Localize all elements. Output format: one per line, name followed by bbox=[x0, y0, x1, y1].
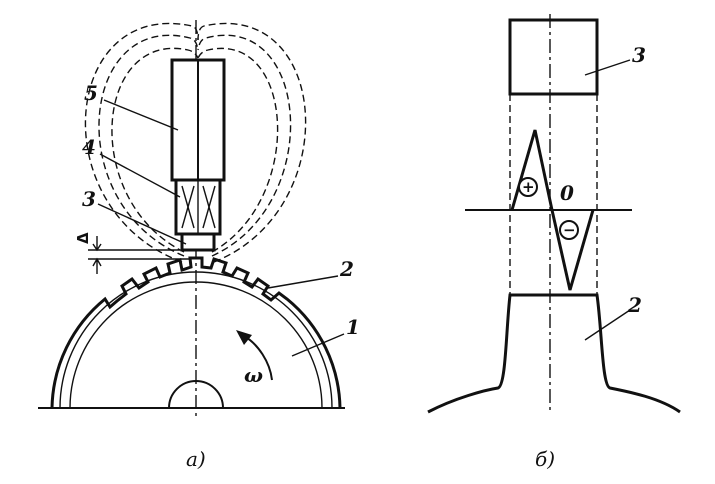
label-4: 4 bbox=[82, 135, 96, 159]
rotation-arrow-head bbox=[236, 330, 252, 345]
gap-delta-label: Δ bbox=[74, 232, 92, 244]
emf-waveform bbox=[510, 129, 595, 291]
label-2: 2 bbox=[339, 257, 354, 281]
coil-winding bbox=[181, 180, 216, 234]
shaft-hub bbox=[168, 380, 224, 409]
pole-piece-3 bbox=[180, 232, 216, 252]
label-b-3: 3 bbox=[632, 43, 646, 67]
panel-a: Δ 5 4 3 2 1 ω а) bbox=[38, 20, 360, 471]
field-lines bbox=[84, 22, 307, 263]
leader-lines-a bbox=[97, 99, 345, 357]
panel-b: + − 0 3 2 б) bbox=[427, 14, 681, 471]
caption-b: б) bbox=[535, 447, 555, 471]
minus-sign bbox=[559, 220, 579, 240]
gear-inner-arc-2 bbox=[69, 281, 323, 409]
svg-text:−: − bbox=[563, 221, 576, 239]
label-1: 1 bbox=[346, 315, 360, 339]
label-b-2: 2 bbox=[627, 293, 642, 317]
label-5: 5 bbox=[84, 81, 98, 105]
omega-label: ω bbox=[244, 363, 263, 387]
gear-outline bbox=[50, 256, 342, 409]
sensor-pole-3 bbox=[508, 18, 599, 96]
zero-label: 0 bbox=[560, 181, 574, 205]
leader-lines-b bbox=[584, 59, 631, 341]
caption-a: а) bbox=[186, 447, 206, 471]
plus-sign bbox=[518, 177, 538, 197]
svg-text:+: + bbox=[522, 178, 535, 196]
label-3: 3 bbox=[82, 187, 96, 211]
tooth-profile-2 bbox=[427, 293, 681, 414]
